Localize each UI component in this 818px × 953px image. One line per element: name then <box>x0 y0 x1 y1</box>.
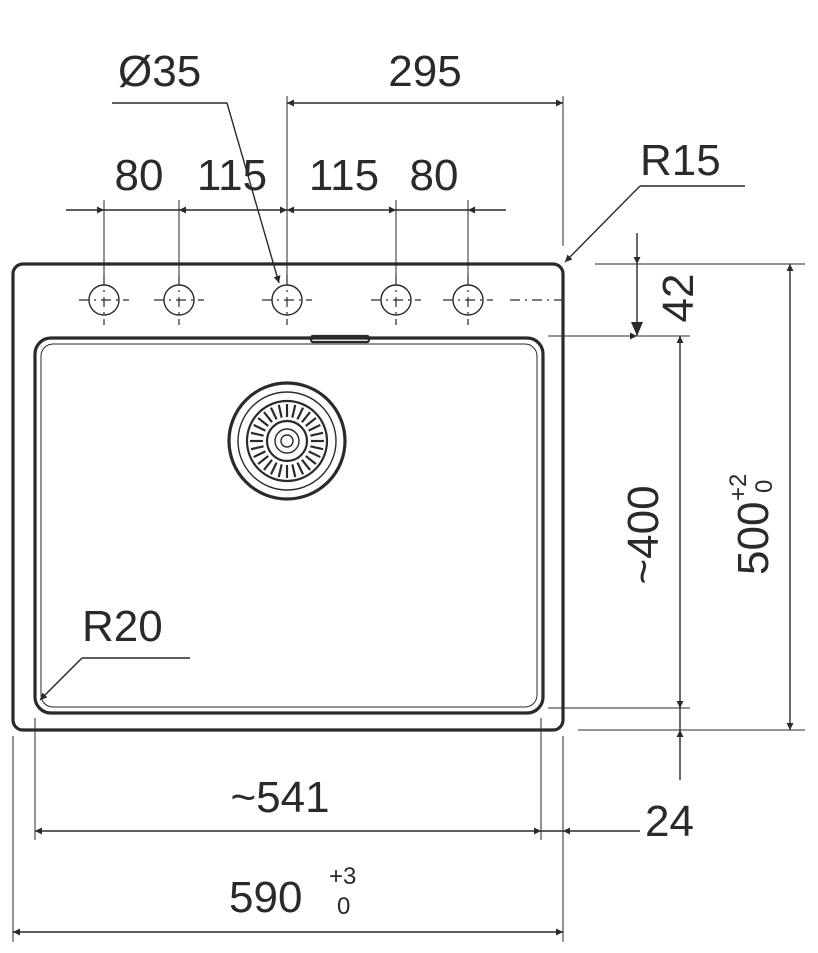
dimension-overall-height-tol-minus: 0 <box>751 480 778 493</box>
drain-slot <box>269 462 278 475</box>
outer-radius-callout: R15 <box>564 136 745 263</box>
inner-radius-label: R20 <box>82 602 163 651</box>
drain-slot <box>250 431 264 437</box>
drain-slot <box>310 431 324 437</box>
dimension-overall-width-tol-minus: 0 <box>337 893 350 920</box>
dimension-24-label: 24 <box>645 797 694 846</box>
inner-radius-callout: R20 <box>39 602 190 701</box>
drain-strainer <box>227 381 347 501</box>
dimension-80-left: 80 <box>115 151 164 200</box>
drain-slot <box>291 404 297 418</box>
drain-slot <box>263 411 273 423</box>
dimension-bowl-width: ~541 <box>35 773 541 835</box>
outer-radius-label: R15 <box>640 136 721 185</box>
drain-slot <box>269 407 278 420</box>
tap-hole-row <box>79 275 493 325</box>
drain-slot <box>250 445 264 451</box>
drain-slot <box>253 423 266 432</box>
dimension-overall-height-label: 500 <box>729 502 778 575</box>
dimension-115-right: 115 <box>309 151 379 200</box>
drain-slot <box>277 404 283 418</box>
right-extension-lines <box>548 263 805 731</box>
overflow-slot <box>309 334 371 344</box>
dimension-295-label: 295 <box>388 47 461 96</box>
drain-slot <box>308 423 321 432</box>
drain-slot <box>308 450 321 459</box>
drain-slot <box>305 455 317 465</box>
drain-slot <box>296 407 305 420</box>
drain-slot <box>257 455 269 465</box>
drain-slot <box>296 462 305 475</box>
hole-diameter-callout: Ø35 <box>112 47 281 284</box>
drain-slot <box>263 459 273 471</box>
dimension-overall-width: 590 +3 0 <box>13 863 563 936</box>
drain-slot <box>277 464 283 478</box>
dimension-bowl-height-label: ~400 <box>619 485 668 584</box>
dimension-overall-width-tol-plus: +3 <box>329 863 356 890</box>
dimension-295: 295 <box>287 47 563 107</box>
dimension-bowl-width-label: ~541 <box>230 773 329 822</box>
hole-diameter-label: Ø35 <box>118 47 201 96</box>
dimension-bowl-height: ~400 <box>619 336 684 708</box>
drain-slot <box>305 417 317 427</box>
top-extension-lines <box>103 96 564 285</box>
dimension-42: 42 <box>631 233 703 336</box>
drain-slot <box>253 450 266 459</box>
dimension-overall-height-tol-plus: +2 <box>725 474 752 501</box>
drain-slot <box>257 417 269 427</box>
drain-slot <box>301 411 311 423</box>
drain-slot <box>291 464 297 478</box>
dimension-24: 24 <box>541 797 694 846</box>
dimension-42-label: 42 <box>654 274 703 323</box>
drain-slot <box>301 459 311 471</box>
drain-slot <box>310 445 324 451</box>
dimension-hole-spacing: 80 115 115 80 <box>66 151 506 214</box>
outer-deck <box>11 262 565 732</box>
dimension-overall-width-label: 590 <box>229 873 302 922</box>
bottom-extension-lines <box>12 718 564 942</box>
dimension-80-right: 80 <box>410 151 459 200</box>
dimension-115-left: 115 <box>197 151 267 200</box>
bowl-inner <box>40 343 538 708</box>
bowl-outer <box>33 336 545 715</box>
dimension-overall-height: 500 +2 0 <box>725 264 794 730</box>
sink-outline <box>11 262 565 732</box>
